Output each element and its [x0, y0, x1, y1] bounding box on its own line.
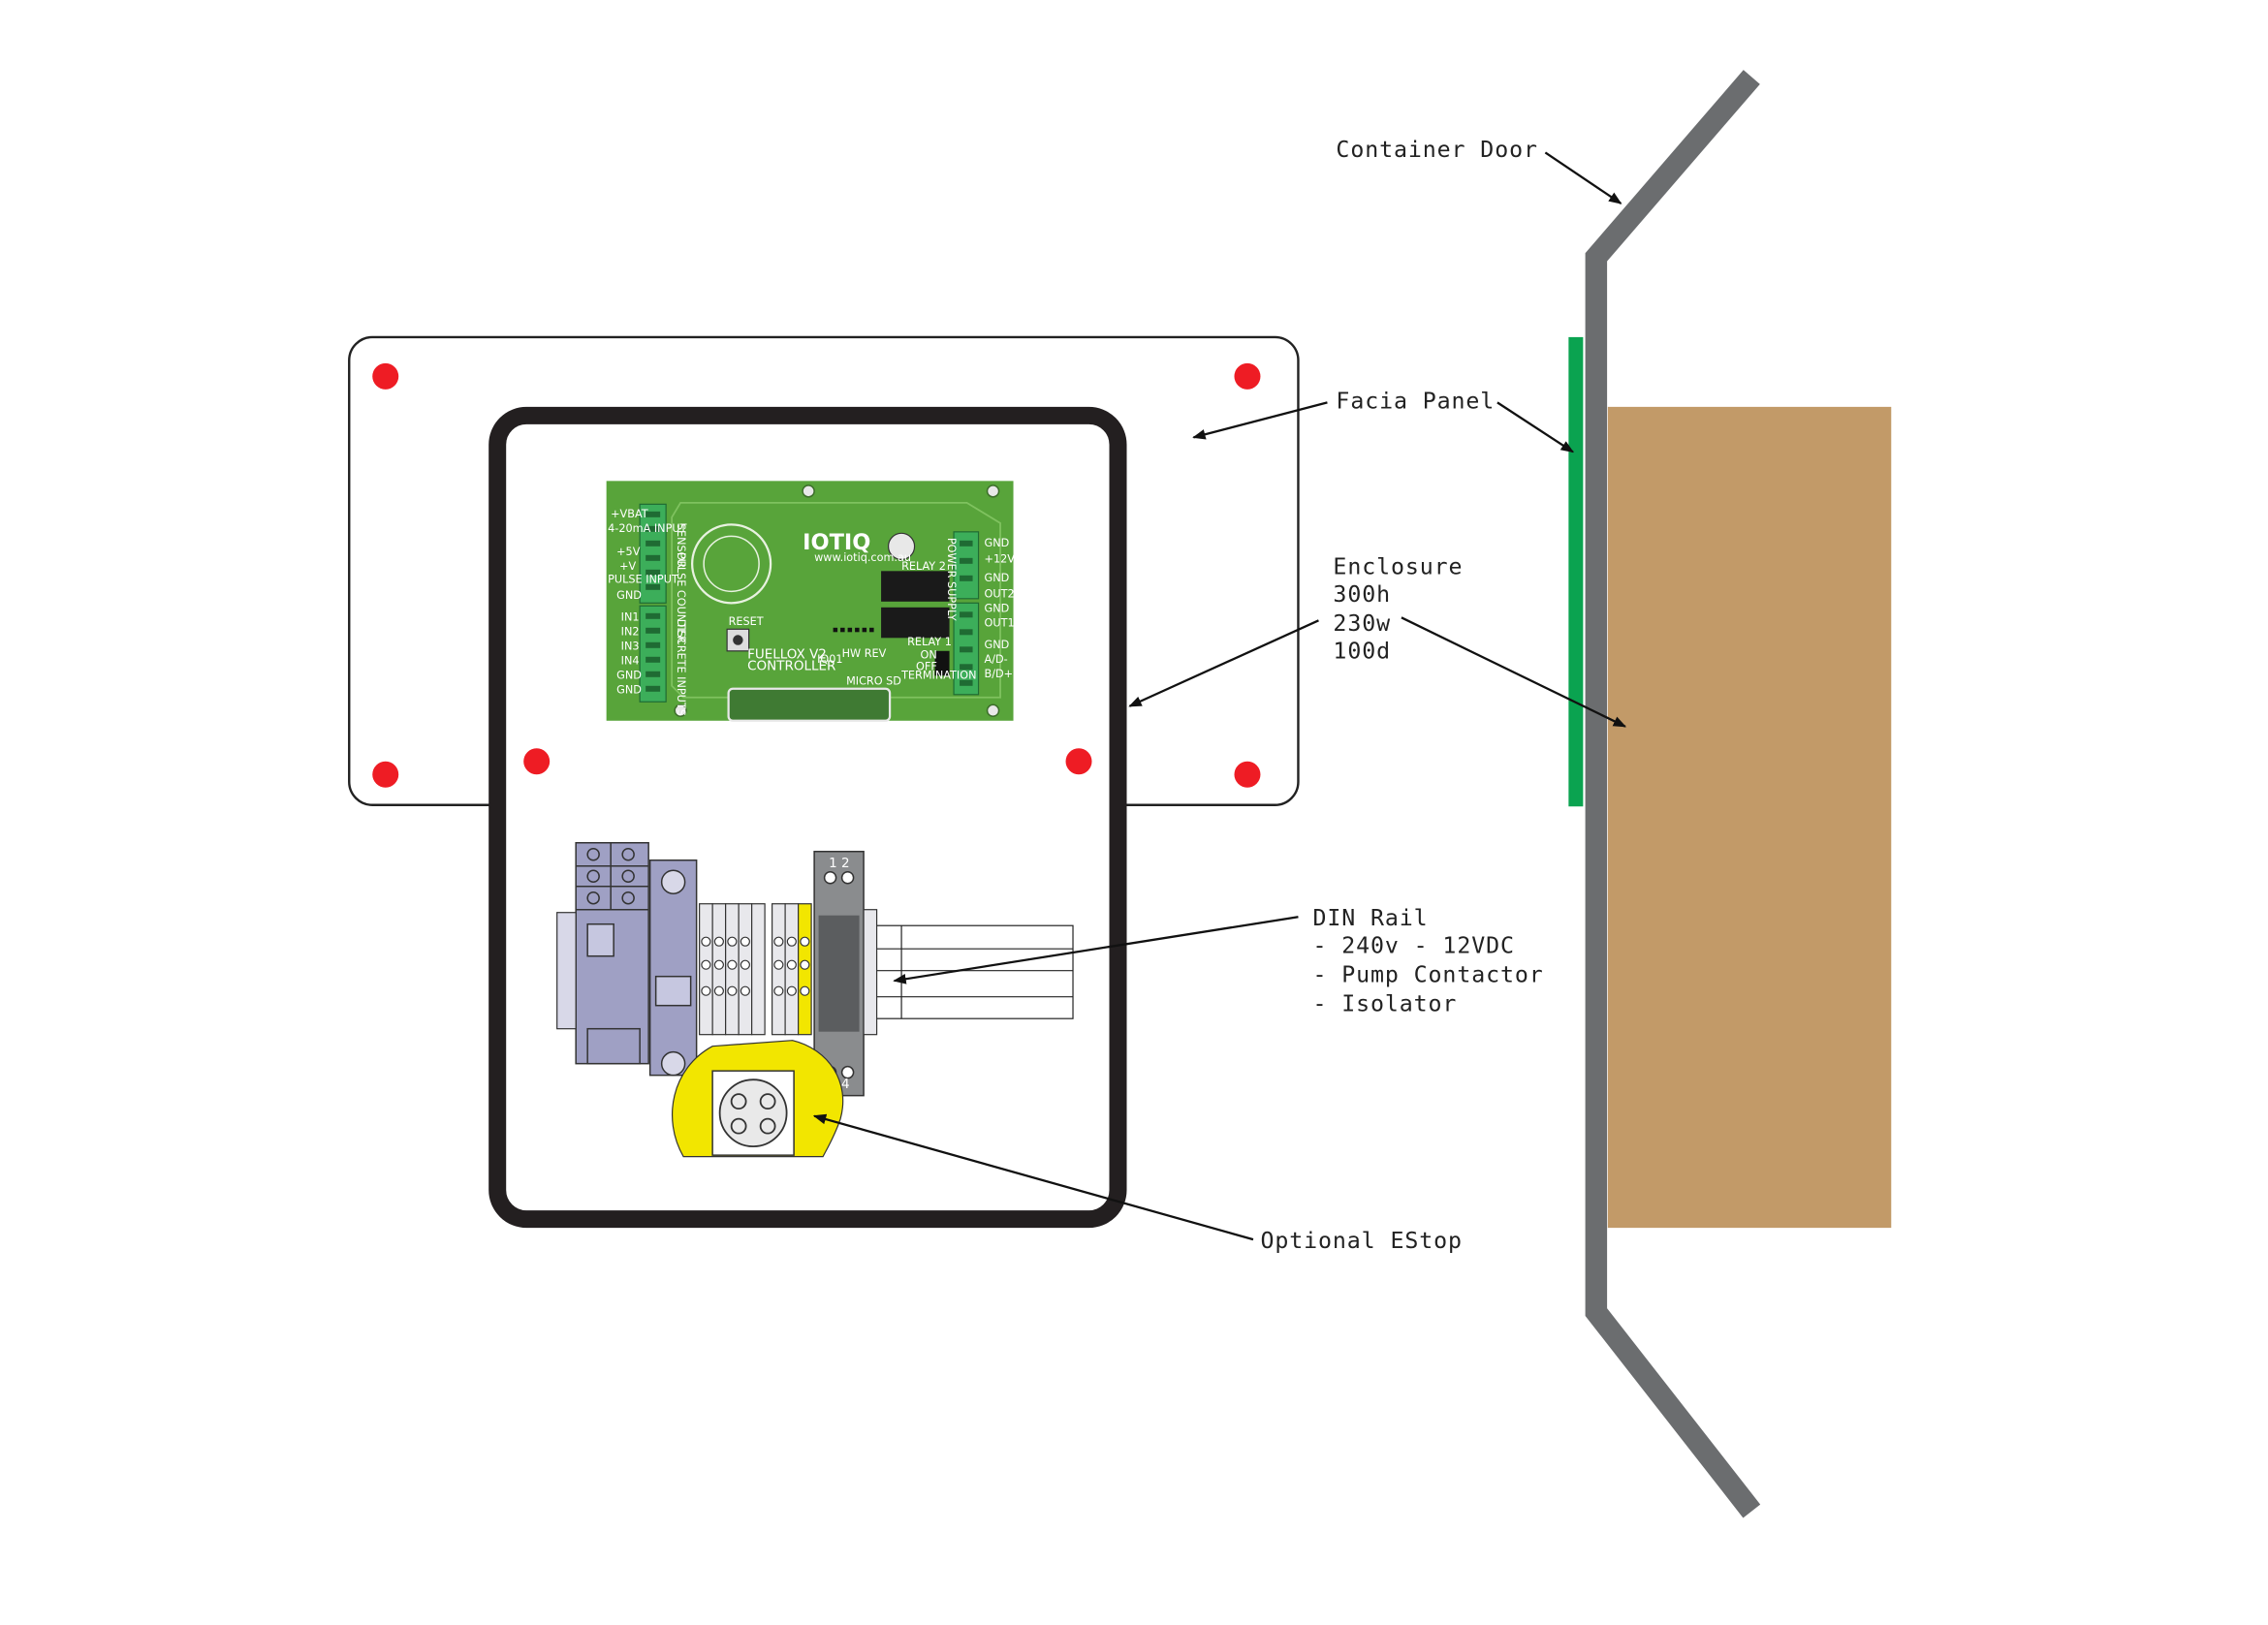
- psu-top-terminals: 1 2: [829, 856, 849, 871]
- label-enclosure-title: Enclosure: [1333, 553, 1463, 579]
- svg-text:GND: GND: [985, 602, 1010, 614]
- leader-facia-to-front: [1192, 401, 1328, 440]
- label-container-door: Container Door: [1336, 137, 1537, 163]
- svg-text:B/D+: B/D+: [985, 668, 1014, 680]
- pcb-url: www.iotiq.com.au: [814, 551, 911, 564]
- pcb-micro-sd-label: MICRO SD: [846, 674, 901, 687]
- pcb-hw-rev: HW REV: [842, 647, 887, 660]
- label-din-rail-psu: - 240v - 12VDC: [1312, 933, 1514, 959]
- svg-text:4-20mA INPUT: 4-20mA INPUT: [608, 522, 686, 535]
- micro-sd-slot: [727, 687, 892, 722]
- label-optional-estop: Optional EStop: [1260, 1228, 1462, 1254]
- container-door: [1585, 70, 1761, 1518]
- leader-facia-to-side: [1496, 401, 1574, 453]
- label-facia-panel: Facia Panel: [1336, 388, 1495, 414]
- pcb-board-name-2: CONTROLLER: [747, 658, 835, 673]
- screw-bottom-left: [372, 761, 399, 788]
- pcb-right-pin-labels: GND +12VDC GND OUT2 GND OUT1 GND A/D- B/…: [985, 537, 1031, 680]
- pcb-term-on: ON: [921, 648, 937, 661]
- relay-2: [881, 571, 950, 602]
- pcb-group-discrete: DISCRETE INPUTS: [675, 619, 687, 716]
- leader-din-rail: [893, 916, 1299, 984]
- estop-button: [672, 1040, 844, 1158]
- pcb-term-off: OFF: [916, 660, 937, 672]
- svg-text:OUT2: OUT2: [985, 587, 1015, 600]
- relay-1: [881, 607, 950, 639]
- svg-text:+V: +V: [619, 560, 636, 573]
- terminal-blocks: [699, 903, 812, 1036]
- leader-lines: [812, 151, 1627, 1241]
- pcb-controller: IOTIQ www.iotiq.com.au FUELLOX V2 CONTRO…: [606, 481, 1031, 722]
- pcb-termination-label: TERMINATION: [900, 669, 976, 681]
- svg-text:PULSE INPUT: PULSE INPUT: [608, 573, 678, 585]
- pcb-left-pin-labels: +VBAT 4-20mA INPUT +5V +V PULSE INPUT GN…: [608, 508, 686, 696]
- leader-enclosure-to-side: [1401, 616, 1627, 728]
- cabinet-box: [1607, 406, 1892, 1229]
- svg-text:IN2: IN2: [621, 625, 640, 638]
- screw-top-right: [1234, 362, 1261, 390]
- svg-text:IN3: IN3: [621, 640, 640, 652]
- enclosure-screw-left: [523, 748, 551, 775]
- pcb-brand: IOTIQ: [803, 530, 870, 555]
- pump-contactor: [648, 859, 698, 1077]
- facia-panel-side: [1568, 336, 1584, 807]
- label-enclosure-height: 300h: [1333, 581, 1391, 608]
- pcb-part-code: IQ01: [817, 653, 842, 666]
- label-enclosure-width: 230w: [1333, 610, 1391, 637]
- svg-text:GND: GND: [985, 639, 1010, 651]
- svg-text:GND: GND: [985, 537, 1010, 549]
- svg-text:GND: GND: [985, 572, 1010, 584]
- pcb-relay-2-label: RELAY 2: [901, 560, 946, 573]
- label-din-rail-contactor: - Pump Contactor: [1312, 962, 1543, 988]
- svg-text:IN4: IN4: [621, 654, 640, 667]
- svg-text:OUT1: OUT1: [985, 616, 1015, 629]
- pcb-board-name-1: FUELLOX V2: [747, 646, 827, 662]
- svg-text:A/D-: A/D-: [985, 653, 1008, 666]
- pcb-reset-label: RESET: [729, 615, 764, 628]
- label-enclosure-depth: 100d: [1333, 638, 1391, 664]
- din-rail-assembly: 1 2 3 4: [556, 841, 1074, 1097]
- label-din-rail-isolator: - Isolator: [1312, 991, 1457, 1017]
- pcb-group-pulse: PULSE COUNTER: [675, 552, 687, 643]
- leader-container-door: [1544, 151, 1622, 204]
- enclosure-screw-right: [1065, 748, 1092, 775]
- leader-enclosure-to-front: [1128, 619, 1319, 707]
- pcb-group-power: POWER SUPPLY: [945, 538, 958, 621]
- svg-text:GND: GND: [616, 669, 642, 681]
- svg-text:+VBAT: +VBAT: [611, 508, 648, 520]
- svg-text:+12VDC: +12VDC: [985, 552, 1031, 565]
- screw-top-left: [372, 362, 399, 390]
- svg-text:GND: GND: [616, 683, 642, 696]
- pcb-group-sensor: SENSOR: [675, 523, 687, 569]
- svg-text:+5V: +5V: [616, 546, 641, 558]
- svg-text:IN1: IN1: [621, 610, 640, 623]
- svg-text:GND: GND: [616, 589, 642, 602]
- leader-estop: [812, 1113, 1254, 1241]
- pcb-relay-1-label: RELAY 1: [907, 636, 952, 648]
- screw-bottom-right: [1234, 761, 1261, 788]
- label-din-rail-title: DIN Rail: [1312, 905, 1428, 931]
